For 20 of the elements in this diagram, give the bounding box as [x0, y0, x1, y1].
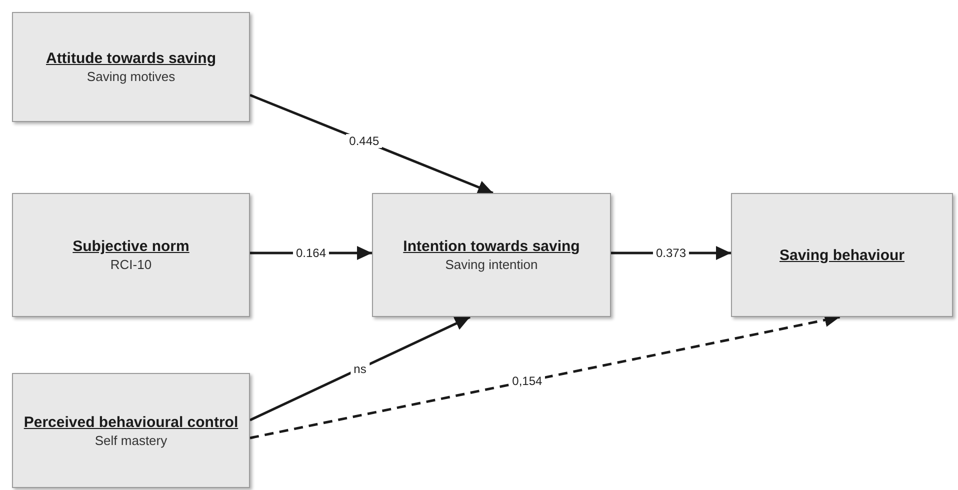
measure-label: Self mastery: [94, 432, 168, 448]
measure-label: RCI-10: [110, 256, 152, 273]
construct-title: Attitude towards saving: [46, 49, 216, 68]
edge-label: 0.445: [346, 134, 382, 148]
construct-box: [12, 193, 250, 317]
construct-box: [12, 373, 250, 488]
construct-title: Intention towards saving: [403, 237, 580, 256]
arrow: [249, 316, 471, 422]
arrow: [250, 94, 494, 194]
construct-title: Subjective norm: [72, 237, 190, 256]
construct-title: Perceived behavioural control: [24, 412, 238, 432]
construct-box: [12, 12, 250, 122]
edge-label: ns: [350, 362, 370, 376]
edge-label: 0.164: [292, 246, 330, 260]
construct-title: Saving behaviour: [779, 246, 905, 264]
edge-label: 0.373: [652, 246, 690, 260]
measure-label: Saving motives: [86, 68, 176, 85]
measure-label: Saving intention: [445, 256, 538, 273]
construct-box: [372, 193, 611, 317]
construct-box: [731, 193, 953, 317]
